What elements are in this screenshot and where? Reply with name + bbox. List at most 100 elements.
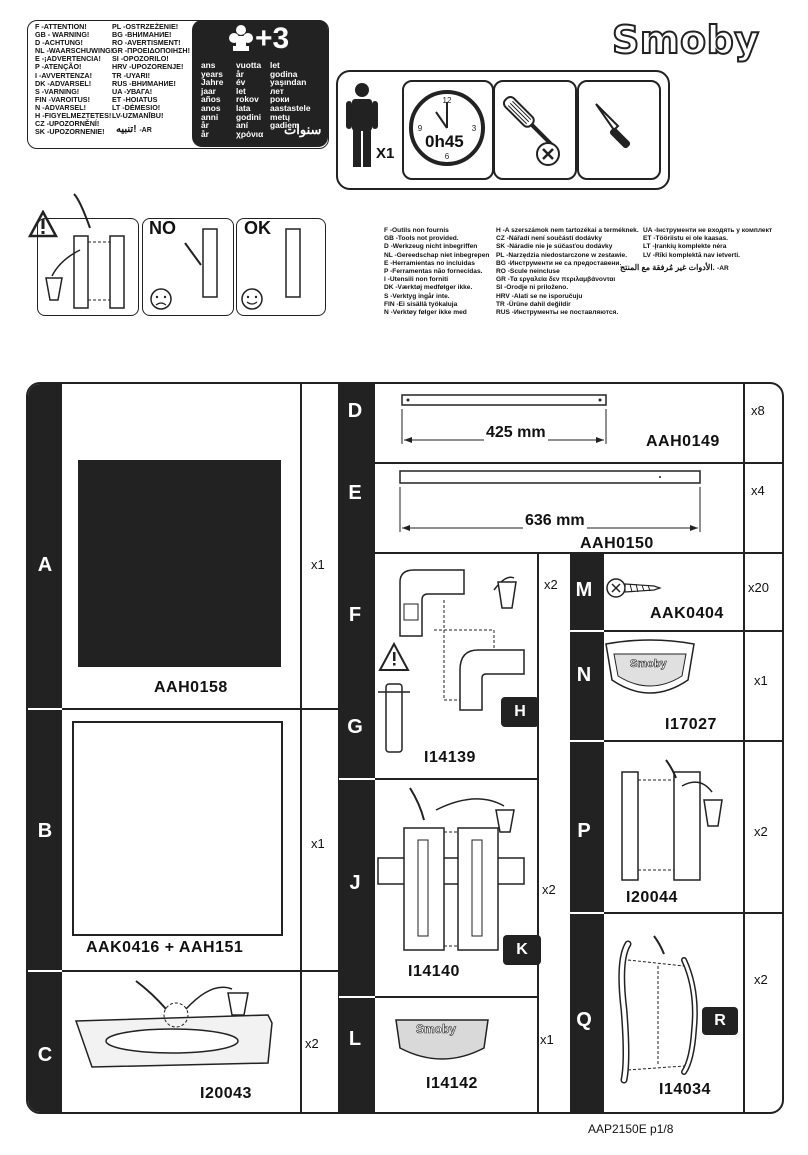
ok-label: OK [244, 218, 271, 238]
part-d-letter: D [347, 399, 363, 422]
part-b-code: AAK0416 + AAH151 [86, 939, 244, 956]
tools-note-line: PL -Narzędzia niedostarczone w zestawie. [496, 251, 628, 259]
ok-tip-frame [236, 218, 326, 316]
warning-line: LT -DĖMESIO! [112, 102, 161, 112]
svg-text:9: 9 [418, 124, 423, 133]
age-line: роки [270, 94, 290, 105]
cut-tip-illustration [40, 190, 136, 317]
warning-arabic: تنبيه! [116, 124, 137, 135]
warning-line: F -ATTENTION! [35, 22, 87, 31]
age-line: χρόνια [236, 128, 264, 139]
person-icon [344, 82, 380, 173]
tools-note-list-2: H -A szerszámok nem tartozékai a termékn… [496, 227, 639, 317]
assembly-time: 0h45 [425, 132, 464, 151]
age-line: years [201, 68, 223, 79]
tools-note-line: RUS -Инструменты не поставляются. [496, 309, 619, 317]
part-d-image [400, 392, 610, 453]
age-line: év [236, 77, 246, 88]
age-line: Jahre [201, 77, 224, 88]
part-fg-image [374, 560, 540, 765]
part-l-qty: x1 [540, 1032, 554, 1047]
part-d-code: AAH0149 [646, 433, 720, 450]
part-f-letter: F [348, 603, 362, 626]
warning-line: E -¡ADVERTENCIA! [35, 54, 101, 64]
ok-tip-illustration [238, 225, 324, 318]
part-m-qty: x20 [748, 580, 769, 595]
part-d-qty: x8 [751, 403, 765, 418]
part-p-code: I20044 [626, 889, 678, 906]
part-q-image [614, 930, 710, 1095]
tools-note-line: E -Herramientas no incluidas [384, 259, 475, 267]
no-label: NO [149, 218, 176, 238]
part-m-screw-icon [606, 576, 662, 605]
tools-note-line: BG -Инструменти не са предоставени. [496, 259, 622, 267]
part-c-letter: C [37, 1043, 53, 1066]
warning-line: UA -УВАГА! [112, 86, 153, 96]
age-line: godini [236, 111, 262, 122]
part-g-qty: x2 [544, 577, 558, 592]
svg-text:3: 3 [472, 124, 477, 133]
part-a-image [78, 460, 281, 667]
age-line: gadiem [270, 120, 300, 131]
svg-text:6: 6 [445, 152, 450, 161]
warning-line: H -FIGYELMEZTETES! [35, 111, 112, 121]
tools-note-line: D -Werkzeug nicht inbegriffen [384, 243, 478, 251]
age-arabic: سنوات [284, 122, 322, 137]
warning-list-2: PL -OSTRZEŻENIE!BG -ВНИМАНИЕ!RO -AVERTIS… [112, 22, 190, 121]
tools-note-line: CZ -Nářadí není součástí dodávky [496, 235, 602, 243]
warning-line: FIN -VAROITUS! [35, 94, 90, 104]
age-line: años [201, 94, 221, 105]
page-footer: AAP2150E p1/8 [588, 1122, 674, 1136]
age-line: лет [270, 85, 284, 96]
tools-note-line: S -Verktyg ingår inte. [384, 292, 450, 300]
age-line: metų [270, 111, 291, 122]
part-n-letter: N [576, 663, 592, 686]
part-e-image [398, 468, 704, 543]
age-line: let [270, 60, 280, 70]
tools-note-line: SK -Náradie nie je súčasťou dodávky [496, 243, 613, 251]
warning-line: D -ACHTUNG! [35, 38, 83, 48]
warning-line: DK -ADVARSEL! [35, 78, 92, 88]
age-line: vuotta [236, 60, 262, 70]
warning-line: N -ADVARSEL! [35, 102, 86, 112]
part-g-code: I14139 [424, 749, 476, 766]
warning-line: SK -UPOZORNENIE! [35, 127, 105, 137]
age-line: let [236, 85, 246, 96]
child-icon [228, 24, 254, 57]
warning-arabic-code: -AR [139, 127, 152, 134]
age-line: yaşından [270, 77, 307, 88]
cut-tip-frame [37, 218, 139, 316]
part-e-code: AAH0150 [580, 535, 654, 552]
age-line: rokov [236, 94, 259, 105]
warning-line: PL -OSTRZEŻENIE! [112, 22, 179, 31]
part-m-code: AAK0404 [650, 605, 724, 622]
part-j-code: I14140 [408, 963, 460, 980]
warning-line: SI -OPOZORILO! [112, 54, 169, 64]
part-p-letter: P [577, 819, 591, 842]
tools-note-line: I -Utensili non forniti [384, 276, 449, 284]
svg-text:12: 12 [443, 96, 452, 105]
part-b-qty: x1 [311, 836, 325, 851]
part-l-logo: Smoby [416, 1022, 457, 1037]
part-n-qty: x1 [754, 673, 768, 688]
part-c-image [72, 975, 278, 1076]
age-line: lata [236, 102, 251, 113]
no-tip-frame [142, 218, 234, 316]
part-e-qty: x4 [751, 483, 765, 498]
tools-note-line: UA -Інструменти не входять у комплект [643, 227, 773, 234]
age-line: år [201, 128, 209, 139]
age-line: aastastele [270, 102, 311, 113]
tools-note-line: SI -Orodje ni priloženo. [496, 284, 569, 292]
part-k-tag: K [503, 935, 541, 965]
part-a-letter: A [37, 553, 53, 576]
part-n-image [604, 636, 696, 711]
part-p-image [616, 756, 736, 891]
warning-line: LV-UZMANĪBU! [112, 111, 164, 121]
part-j-letter: J [349, 871, 361, 894]
warning-line: HRV -UPOZORENJE! [112, 62, 184, 72]
